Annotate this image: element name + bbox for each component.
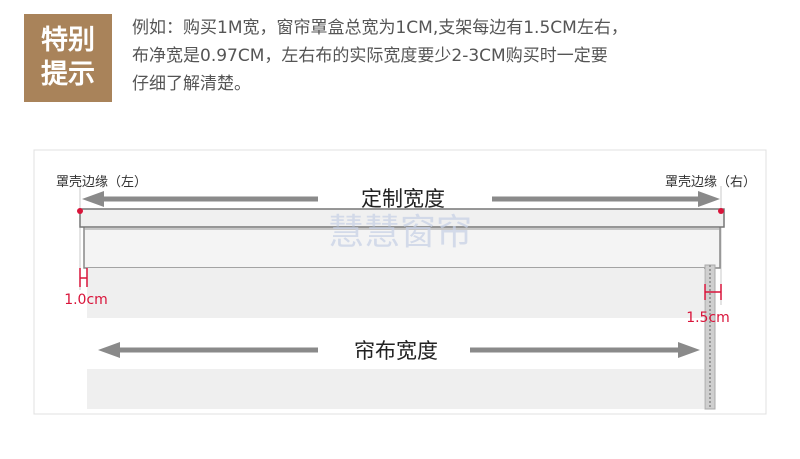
right-edge-label: 罩壳边缘（右） bbox=[665, 175, 756, 190]
right-edge-marker bbox=[718, 208, 724, 214]
fabric-width-label: 帘布宽度 bbox=[354, 339, 438, 363]
custom-width-arrowhead-left bbox=[82, 191, 104, 207]
upper-fabric-panel bbox=[87, 268, 704, 318]
right-gap-label: 1.5cm bbox=[686, 310, 730, 326]
left-edge-label: 罩壳边缘（左） bbox=[56, 175, 147, 190]
lower-fabric-panel bbox=[87, 369, 704, 409]
custom-width-label: 定制宽度 bbox=[361, 187, 445, 211]
note-line-1: 例如：购买1M宽，窗帘罩盒总宽为1CM,支架每边有1.5CM左右， bbox=[132, 18, 628, 38]
custom-width-arrowhead-right bbox=[698, 191, 720, 207]
badge-line-1: 特别 bbox=[41, 25, 95, 56]
tip-note: 例如：购买1M宽，窗帘罩盒总宽为1CM,支架每边有1.5CM左右， 布净宽是0.… bbox=[132, 14, 772, 98]
headrail-top-rail bbox=[79, 208, 725, 228]
fabric-width-arrowhead-left bbox=[98, 342, 120, 358]
watermark: 慧慧窗帘 bbox=[328, 212, 472, 253]
tip-badge: 特别 提示 bbox=[24, 14, 112, 102]
left-gap-label: 1.0cm bbox=[64, 292, 108, 308]
fabric-width-arrowhead-right bbox=[678, 342, 700, 358]
note-line-2: 布净宽是0.97CM，左右布的实际宽度要少2-3CM购买时一定要 bbox=[132, 46, 608, 66]
badge-line-2: 提示 bbox=[41, 59, 95, 90]
left-edge-marker bbox=[77, 208, 83, 214]
note-line-3: 仔细了解清楚。 bbox=[132, 74, 251, 94]
